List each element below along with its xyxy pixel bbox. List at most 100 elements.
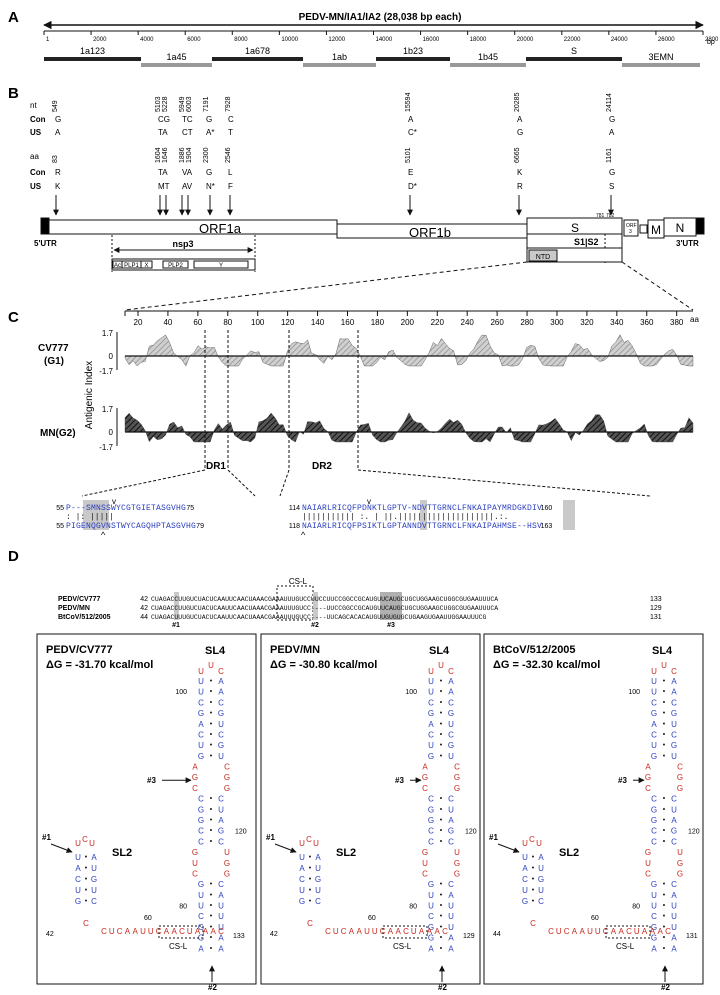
alignment-end: 133 (650, 596, 662, 603)
base-pair: • (309, 876, 312, 883)
sl4-nt-5: C (422, 869, 428, 878)
nt-position: 24114 (606, 93, 613, 112)
linker-nt: C (179, 927, 185, 936)
base-pair: • (663, 881, 666, 888)
sl4-nt-5: C (651, 730, 657, 739)
sl4-nt-3: C (671, 880, 677, 889)
nt-consensus: CG (158, 115, 170, 124)
linker-nt: A (349, 927, 355, 936)
sl4-label: SL4 (429, 645, 450, 657)
sl2-nt-5: A (299, 864, 305, 873)
sl4-nt-3: G (671, 709, 677, 718)
aa-position: 83 (52, 155, 59, 163)
aa-position: 5101 (405, 147, 412, 163)
aa-position: 1904 (186, 147, 193, 163)
linker-nt: A (658, 927, 664, 936)
base-pair: • (210, 817, 213, 824)
aa-unit: aa (690, 315, 699, 324)
aa-us: MT (158, 182, 170, 191)
sl4-nt-3: G (677, 784, 683, 793)
sl4-nt-3: U (218, 752, 224, 761)
ruler-tick-label: 6000 (187, 37, 201, 43)
s-gene-label: S (571, 221, 579, 235)
sl4-nt-5: G (651, 709, 657, 718)
base-pair: • (663, 742, 666, 749)
linker-nt: A (419, 927, 425, 936)
sl4-nt-5: C (422, 784, 428, 793)
linker-nt: C (325, 927, 331, 936)
base-pair: • (663, 710, 666, 717)
sl4-nt-3: U (671, 923, 677, 932)
sl4-nt-3: A (218, 934, 224, 943)
nt-consensus: G (55, 115, 61, 124)
sl4-nt-3: A (671, 677, 677, 686)
sl4-nt-5: G (198, 709, 204, 718)
aa-tick-label: 40 (163, 318, 172, 327)
base-pair: • (85, 865, 88, 872)
sl4-nt-3: U (448, 902, 454, 911)
sl4-nt-5: U (428, 741, 434, 750)
sl4-nt-5: G (198, 805, 204, 814)
nsp3-subdomain-label: X (144, 263, 148, 269)
sl2-nt-5: U (75, 853, 81, 862)
n-label: N (676, 221, 685, 235)
linker-nt: U (587, 927, 593, 936)
dr1-bot-seq: PIGENQGVNSTWYCAGQHPTASGVHG (66, 522, 196, 531)
aa-us: R (517, 182, 523, 191)
nt-position: 20285 (514, 92, 521, 112)
sl2-nt-3: U (91, 886, 97, 895)
base-pair: • (663, 945, 666, 952)
sl4-nt-3: U (224, 848, 230, 857)
aa-position: 2300 (203, 147, 210, 163)
genome-segment (141, 63, 212, 67)
aa-tick-label: 380 (670, 318, 684, 327)
profile-g2 (124, 412, 694, 443)
row-label-aa: aa (30, 152, 39, 161)
linker-nt: U (364, 927, 370, 936)
sl4-nt-3: C (454, 763, 460, 772)
sl4-nt-5: G (192, 773, 198, 782)
site3-marker: #3 (395, 776, 404, 785)
sl4-nt-3: G (224, 869, 230, 878)
alignment-name: BtCoV/512/2005 (58, 614, 111, 621)
alignment-end: 131 (650, 614, 662, 621)
sl2-label: SL2 (112, 847, 132, 859)
row-label-us: US (30, 182, 42, 191)
linker-nt: A (125, 927, 131, 936)
dr2-gap-highlight-1 (420, 500, 427, 530)
sl4-loop-nt: U (438, 661, 444, 670)
ruler-tick-label: 2800 (705, 37, 719, 43)
glyc-mark: ^ (101, 530, 106, 540)
sl4-nt-5: C (428, 837, 434, 846)
y-tick-label: 1.7 (102, 329, 114, 338)
sl4-nt-5: U (651, 902, 657, 911)
start-index: 42 (46, 931, 54, 938)
panel-label-a: A (8, 9, 19, 26)
sl4-nt-5: G (645, 773, 651, 782)
sl4-nt-5: U (651, 677, 657, 686)
aa-consensus: G (609, 168, 615, 177)
sl2-nt-5: C (75, 875, 81, 884)
sl4-nt-5: C (198, 827, 204, 836)
structure-panel (260, 633, 481, 985)
base-pair: • (440, 838, 443, 845)
base-pair: • (663, 817, 666, 824)
linker-nt: A (211, 927, 217, 936)
aa-tick-label: 240 (461, 318, 475, 327)
end-index: 129 (463, 933, 475, 940)
base-pair: • (210, 838, 213, 845)
s-pos-782: 782 (606, 213, 615, 219)
csl-motif-label: CS-L (393, 942, 412, 951)
sl4-nt-5: C (198, 837, 204, 846)
series-label-g1-sub: (G1) (44, 356, 64, 367)
base-pair: • (663, 689, 666, 696)
base-pair: • (210, 892, 213, 899)
base-pair: • (663, 892, 666, 899)
ruler-tick-label: 20000 (517, 37, 534, 43)
sl4-nt-5: U (651, 891, 657, 900)
sl4-nt-3: C (671, 795, 677, 804)
base-pair: • (440, 678, 443, 685)
sl4-nt-5: A (651, 944, 657, 953)
